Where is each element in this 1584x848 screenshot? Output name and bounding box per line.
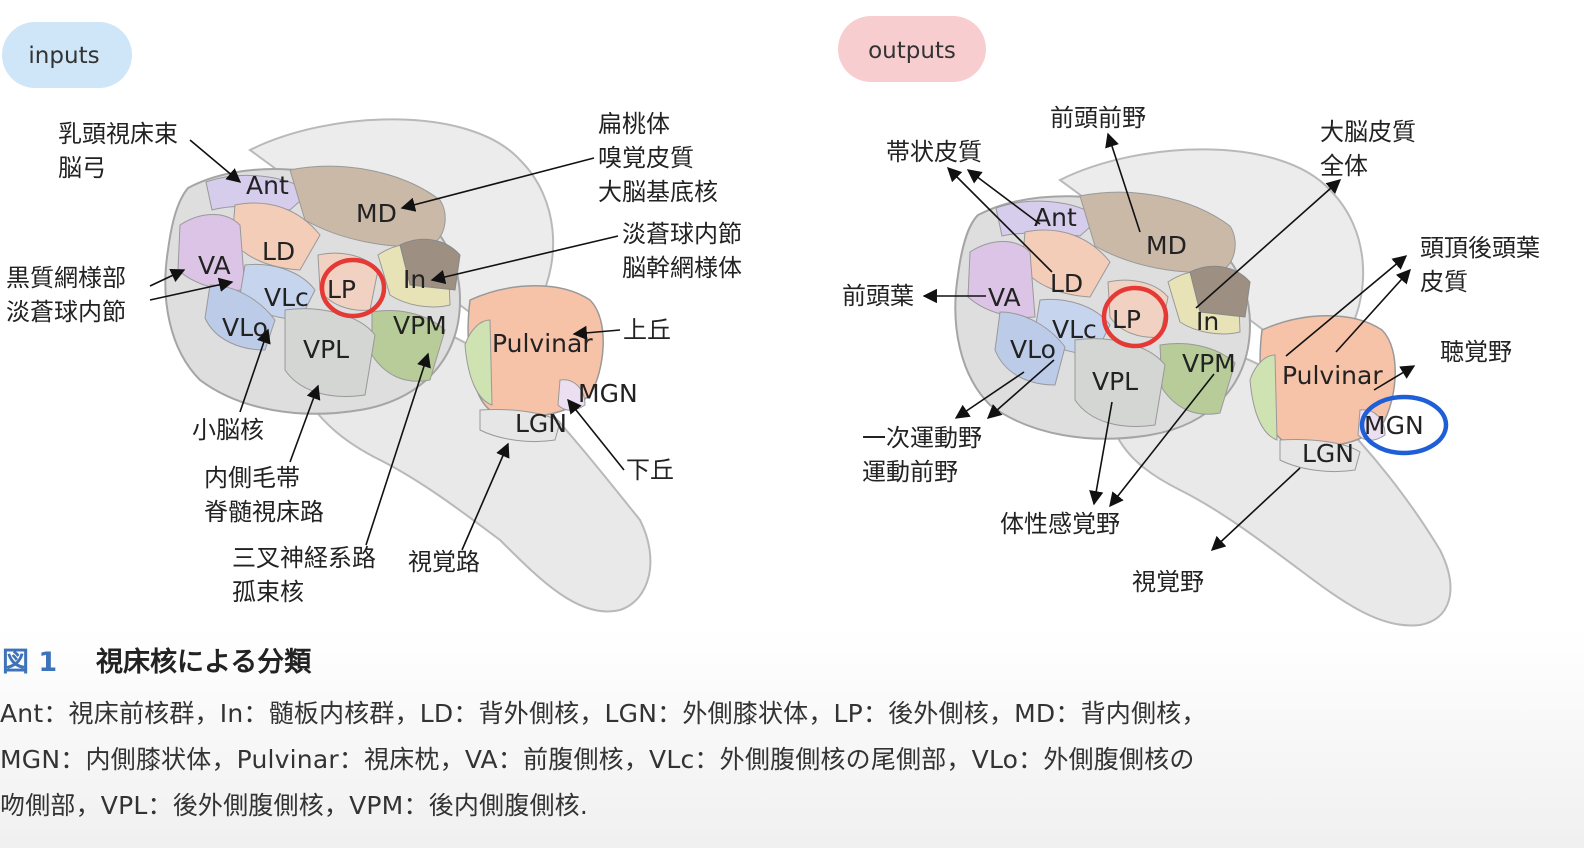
source-lemniscus-1: 内側毛帯 [204,464,300,492]
inputs-nucleus-vlc: VLc [264,283,309,312]
source-trigeminal-1: 三叉神経系路 [232,544,376,572]
target-cortex-all-1: 大脳皮質 [1320,118,1416,146]
target-visual: 視覚野 [1132,568,1204,596]
source-trigeminal-2: 孤束核 [232,578,304,606]
source-pallidum-2: 脳幹網様体 [622,254,742,282]
target-motor-1: 一次運動野 [862,424,982,452]
figure-number: 図 1 [2,647,58,678]
inputs-nucleus-mgn: MGN [578,379,638,408]
outputs-nucleus-md: MD [1146,231,1187,260]
outputs-nucleus-mgn: MGN [1364,411,1424,440]
legend-line-3: 吻側部，VPL：後外側腹側核，VPM：後内側腹側核. [0,791,589,820]
target-prefrontal: 前頭前野 [1050,104,1146,132]
outputs-nucleus-vlo: VLo [1010,335,1056,364]
inputs-arrows [149,139,625,551]
figure-caption [0,628,1584,848]
source-nigra-2: 淡蒼球内節 [6,298,126,326]
inputs-badge [2,22,132,88]
outputs-nucleus-lgn: LGN [1302,439,1354,468]
inputs-nucleus-md: MD [356,199,397,228]
mgn-highlight-circle-outputs [1359,394,1449,456]
inputs-nucleus-lgn: LGN [515,409,567,438]
outputs-nucleus-lp: LP [1112,305,1141,334]
target-cingulate: 帯状皮質 [886,138,982,166]
lp-highlight-circle-outputs [1101,285,1169,349]
source-nigra-1: 黒質網様部 [6,264,126,292]
source-amygdala-3: 大脳基底核 [598,178,718,206]
inputs-nucleus-in: In [403,265,426,294]
inputs-nucleus-lp: LP [327,275,356,304]
inputs-nucleus-ld: LD [262,237,295,266]
outputs-nucleus-va: VA [988,283,1021,312]
source-lemniscus-2: 脊髄視床路 [204,498,324,526]
target-auditory: 聴覚野 [1440,338,1512,366]
target-somatosensory: 体性感覚野 [1000,510,1120,538]
lp-highlight-circle-inputs [319,257,387,319]
source-visual-tract: 視覚路 [408,548,480,576]
figure-title: 視床核による分類 [96,647,312,678]
inputs-badge-label: inputs [28,43,99,69]
outputs-nuclei [967,191,1396,473]
outputs-badge [838,16,986,82]
outputs-nucleus-ld: LD [1050,269,1083,298]
target-parieto-occipital-2: 皮質 [1420,268,1468,296]
inputs-nucleus-vpl: VPL [303,335,349,364]
outputs-arrows [922,132,1416,551]
target-parieto-occipital-1: 頭頂後頭葉 [1420,234,1540,262]
source-amygdala-1: 扁桃体 [598,110,670,138]
outputs-badge-label: outputs [868,38,956,64]
outputs-nucleus-in: In [1196,307,1219,336]
source-inferior-colliculus: 下丘 [626,456,674,484]
target-cortex-all-2: 全体 [1320,152,1368,180]
source-mammillothalamic-1: 乳頭視床束 [58,120,178,148]
inputs-nuclei [177,165,604,443]
inputs-nucleus-va: VA [198,251,231,280]
source-pallidum-1: 淡蒼球内節 [622,220,742,248]
inputs-nucleus-vlo: VLo [222,313,268,342]
source-cerebellar: 小脳核 [192,416,264,444]
outputs-nucleus-ant: Ant [1034,203,1077,232]
source-amygdala-2: 嗅覚皮質 [598,144,694,172]
outputs-nucleus-vlc: VLc [1052,315,1097,344]
inputs-nucleus-vpm: VPM [393,311,447,340]
source-mammillothalamic-2: 脳弓 [58,154,106,182]
inputs-panel: inputs Ant MD [2,22,742,613]
inputs-nucleus-ant: Ant [246,171,289,200]
outputs-nucleus-vpm: VPM [1182,349,1236,378]
outputs-panel: outputs Ant MD LD [838,16,1540,627]
outputs-nucleus-pulvinar: Pulvinar [1282,361,1383,390]
legend-line-2: MGN：内側膝状体，Pulvinar：視床枕，VA：前腹側核，VLc：外側腹側核… [0,745,1195,774]
target-motor-2: 運動前野 [862,458,958,486]
target-frontal: 前頭葉 [842,282,914,310]
legend-line-1: Ant：視床前核群，In：髄板内核群，LD：背外側核，LGN：外側膝状体，LP：… [0,699,1207,728]
outputs-nucleus-vpl: VPL [1092,367,1138,396]
source-superior-colliculus: 上丘 [623,316,671,344]
